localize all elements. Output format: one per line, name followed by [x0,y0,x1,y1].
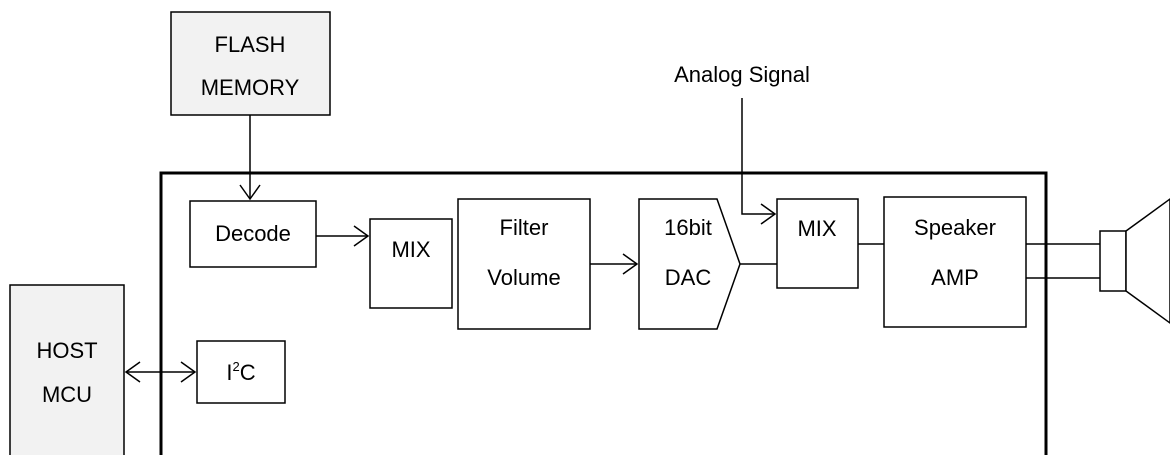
filter-label-line2: Volume [487,265,560,290]
speaker-amp-block: Speaker AMP [883,196,1027,328]
decode-label: Decode [215,221,291,246]
dac-block: 16bit DAC [638,198,741,330]
analog-signal-label: Analog Signal [674,62,810,87]
flash-label-line2: MEMORY [201,75,300,100]
decode-block: Decode [189,200,317,268]
mix2-label: MIX [797,216,836,241]
i2c-label: I2C [226,359,255,385]
amp-label-line2: AMP [931,265,979,290]
host-label-line2: MCU [42,382,92,407]
filter-volume-block: Filter Volume [457,198,591,330]
analog-to-mix-arrow [741,98,777,225]
filter-label-line1: Filter [500,215,549,240]
speaker-icon [1099,198,1170,324]
dac-label-line2: DAC [665,265,712,290]
mix-block-1: MIX [369,218,453,309]
mix1-label: MIX [391,237,430,262]
host-label-line1: HOST [36,338,97,363]
flash-to-decode-arrow [239,115,261,201]
decode-to-mix-arrow [316,225,370,247]
host-mcu-block: HOST MCU [9,284,125,455]
filter-to-dac-arrow [590,253,639,275]
flash-label-line1: FLASH [215,32,286,57]
host-i2c-bidirectional-arrow [124,361,197,383]
chip-boundary [159,171,1048,455]
amp-label-line1: Speaker [914,215,996,240]
dac-label-line1: 16bit [664,215,712,240]
mix-block-2: MIX [776,198,859,289]
flash-memory-block: FLASH MEMORY [170,11,331,116]
i2c-block: I2C [196,340,286,404]
